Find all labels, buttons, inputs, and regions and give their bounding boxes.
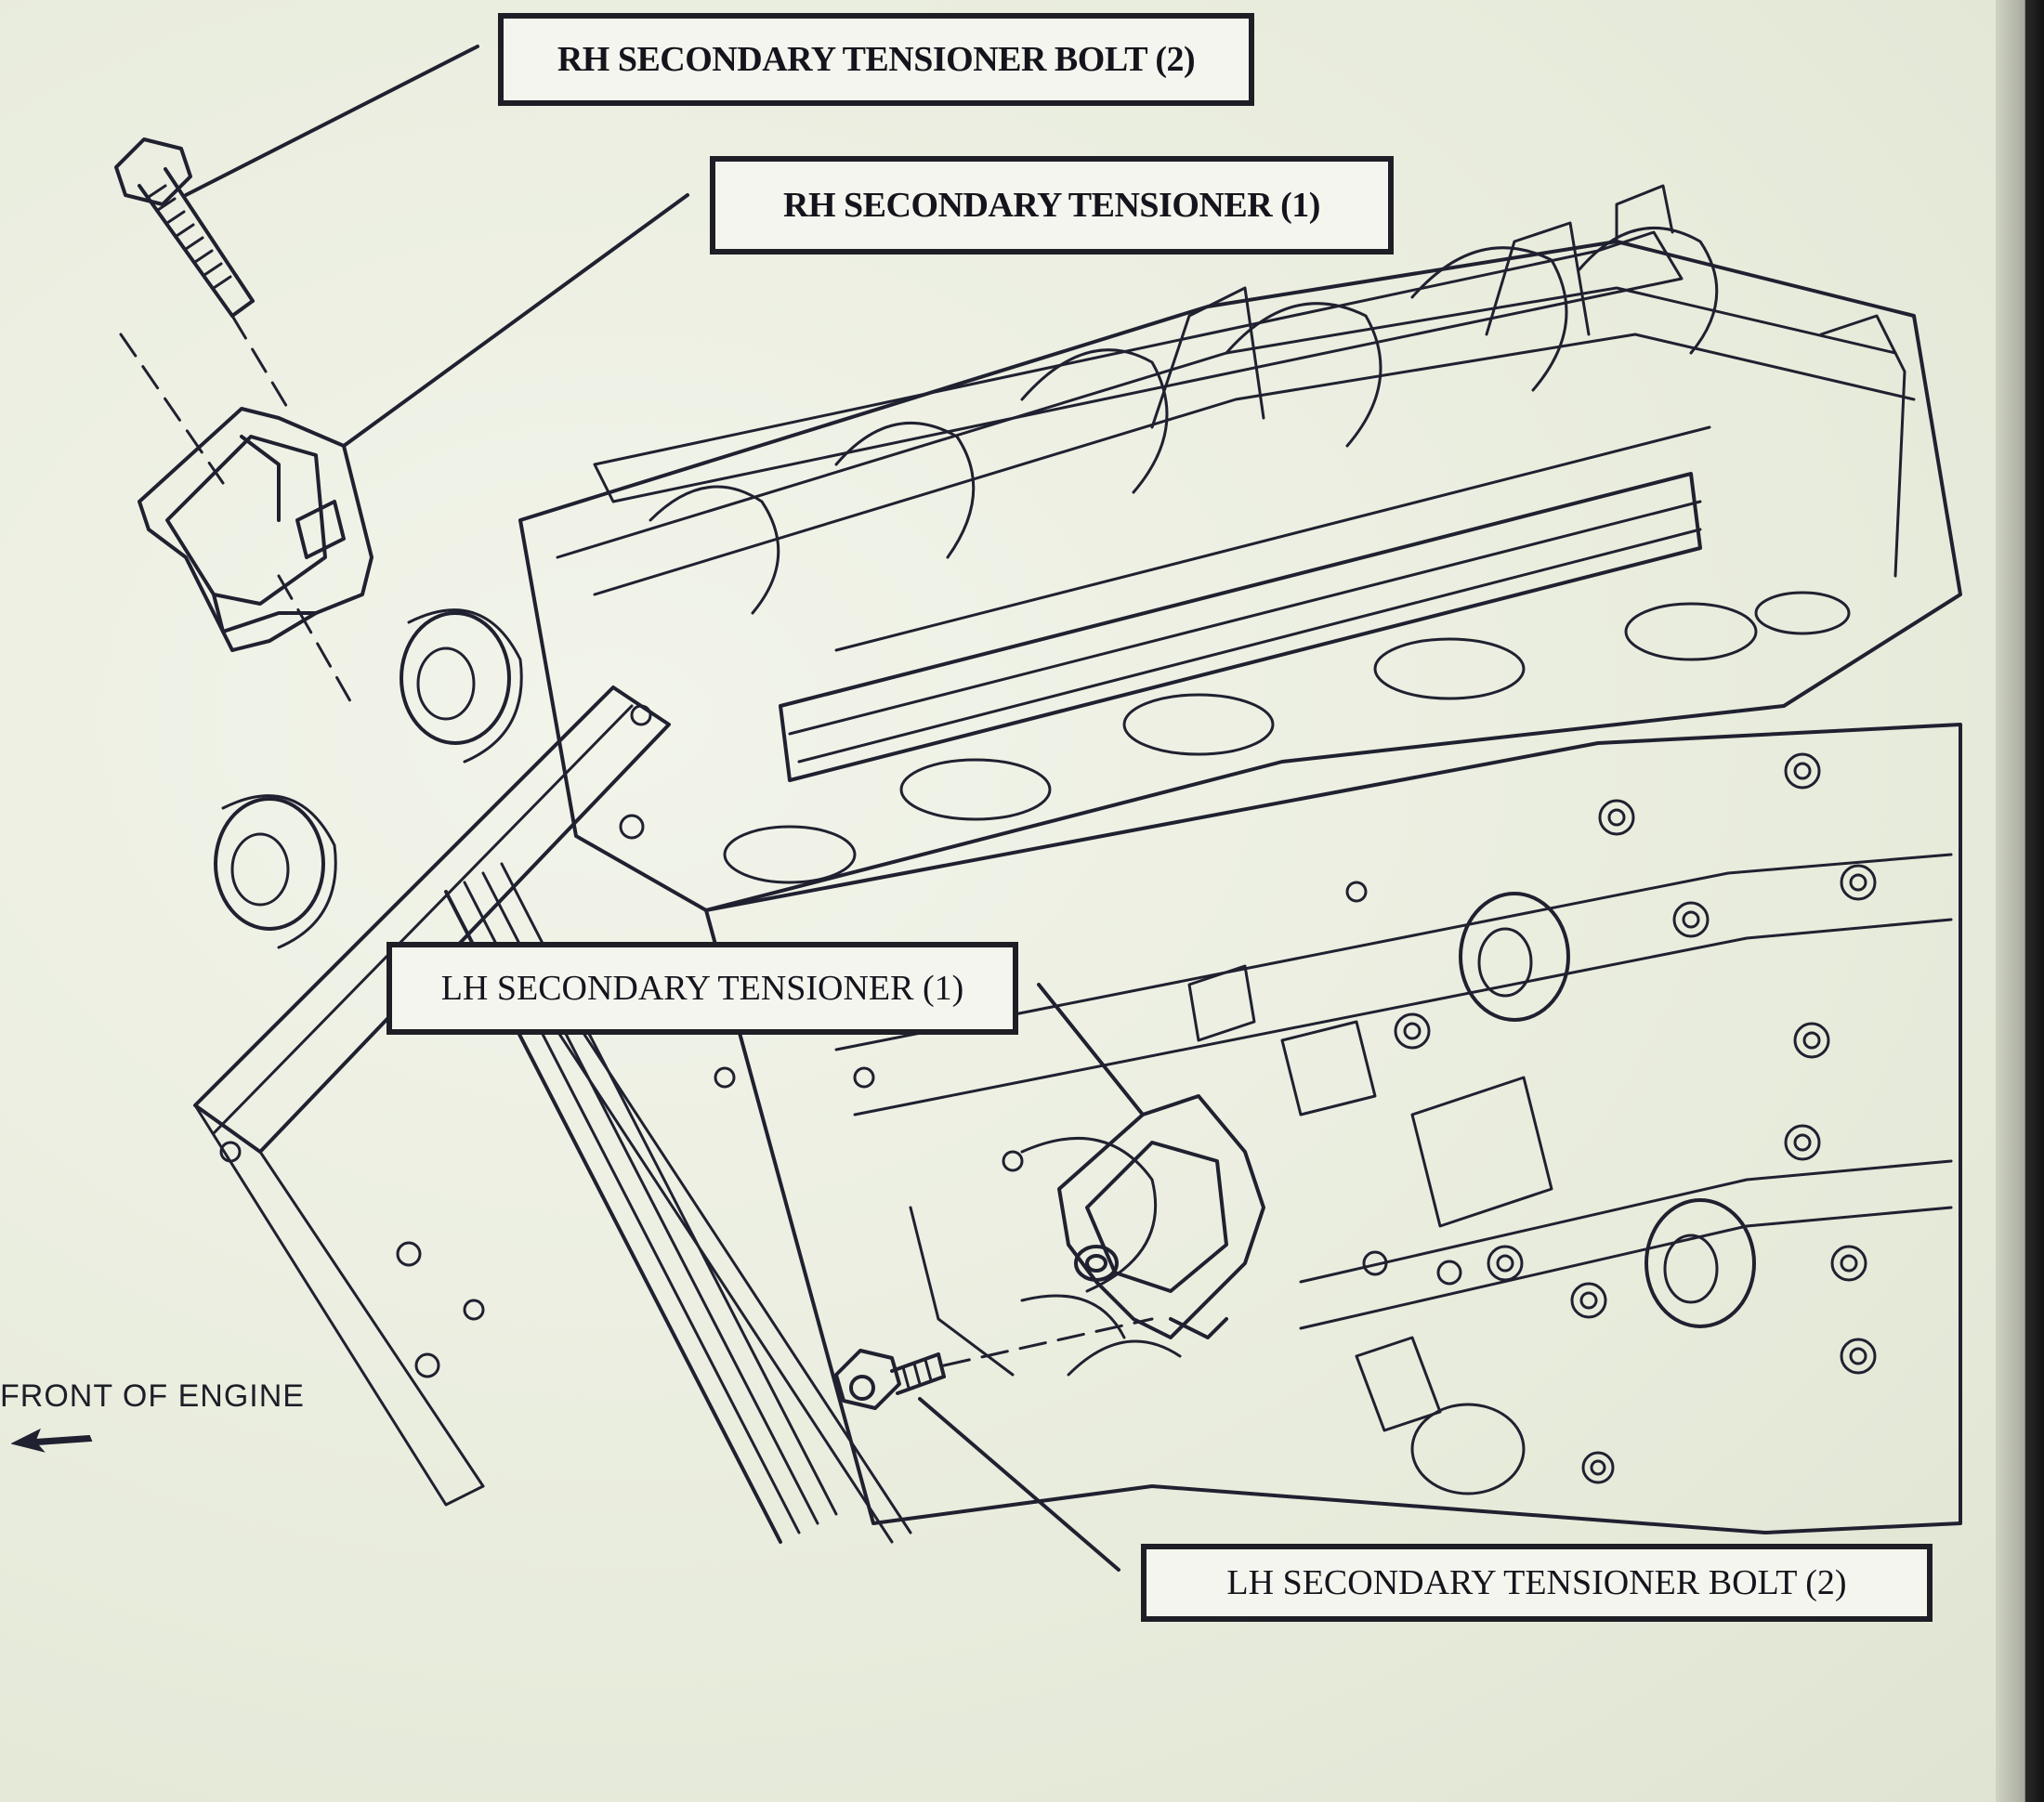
callout-label: LH SECONDARY TENSIONER (1) [440, 969, 964, 1008]
rh-secondary-tensioner-bolt-callout: RH SECONDARY TENSIONER BOLT (2) [498, 13, 1254, 106]
left-arrow-icon [11, 1428, 93, 1453]
callout-label: RH SECONDARY TENSIONER BOLT (2) [557, 40, 1196, 79]
lh-secondary-tensioner-callout: LH SECONDARY TENSIONER (1) [387, 942, 1018, 1035]
lh-secondary-tensioner [1057, 1094, 1265, 1339]
leader-lines [184, 45, 1145, 1572]
rh-cylinder-head [518, 184, 1962, 912]
callout-label: LH SECONDARY TENSIONER BOLT (2) [1226, 1563, 1847, 1602]
lh-alignment-line [942, 1317, 1154, 1367]
lh-secondary-tensioner-bolt [834, 1349, 946, 1410]
front-of-engine-label: FRONT OF ENGINE [0, 1378, 305, 1414]
chain-guide [444, 862, 912, 1544]
callout-label: RH SECONDARY TENSIONER (1) [783, 186, 1320, 225]
rh-secondary-tensioner [138, 407, 373, 652]
camshaft-ends [214, 608, 523, 949]
lh-cylinder-head [704, 723, 1962, 1534]
screen-bezel-edge [1996, 0, 2044, 1802]
front-cover [193, 686, 671, 1507]
rh-alignment-lines [119, 314, 355, 708]
lh-secondary-tensioner-bolt-callout: LH SECONDARY TENSIONER BOLT (2) [1141, 1544, 1933, 1622]
rh-secondary-tensioner-bolt [114, 137, 255, 318]
rh-secondary-tensioner-callout: RH SECONDARY TENSIONER (1) [710, 156, 1394, 255]
